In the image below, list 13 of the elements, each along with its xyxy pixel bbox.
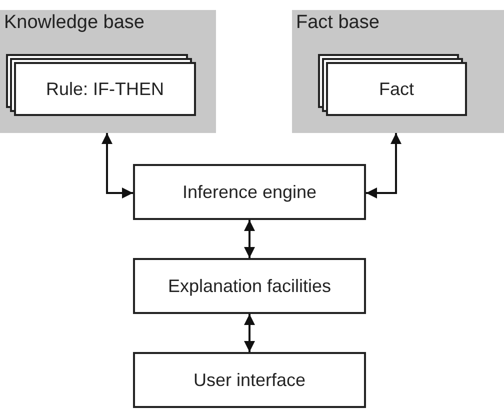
arrow [366,133,402,198]
arrow [244,314,255,352]
group-panel [292,10,504,133]
card-label: Rule: IF-THEN [44,78,165,100]
process-box: Explanation facilities [133,258,366,314]
process-box: Inference engine [133,164,366,220]
arrow [244,220,255,258]
process-box: User interface [133,352,366,408]
group-title: Knowledge base [4,12,144,34]
group-title: Fact base [296,12,380,34]
group-panel [0,10,216,133]
arrow [102,133,133,198]
card-label: Fact [378,78,415,100]
